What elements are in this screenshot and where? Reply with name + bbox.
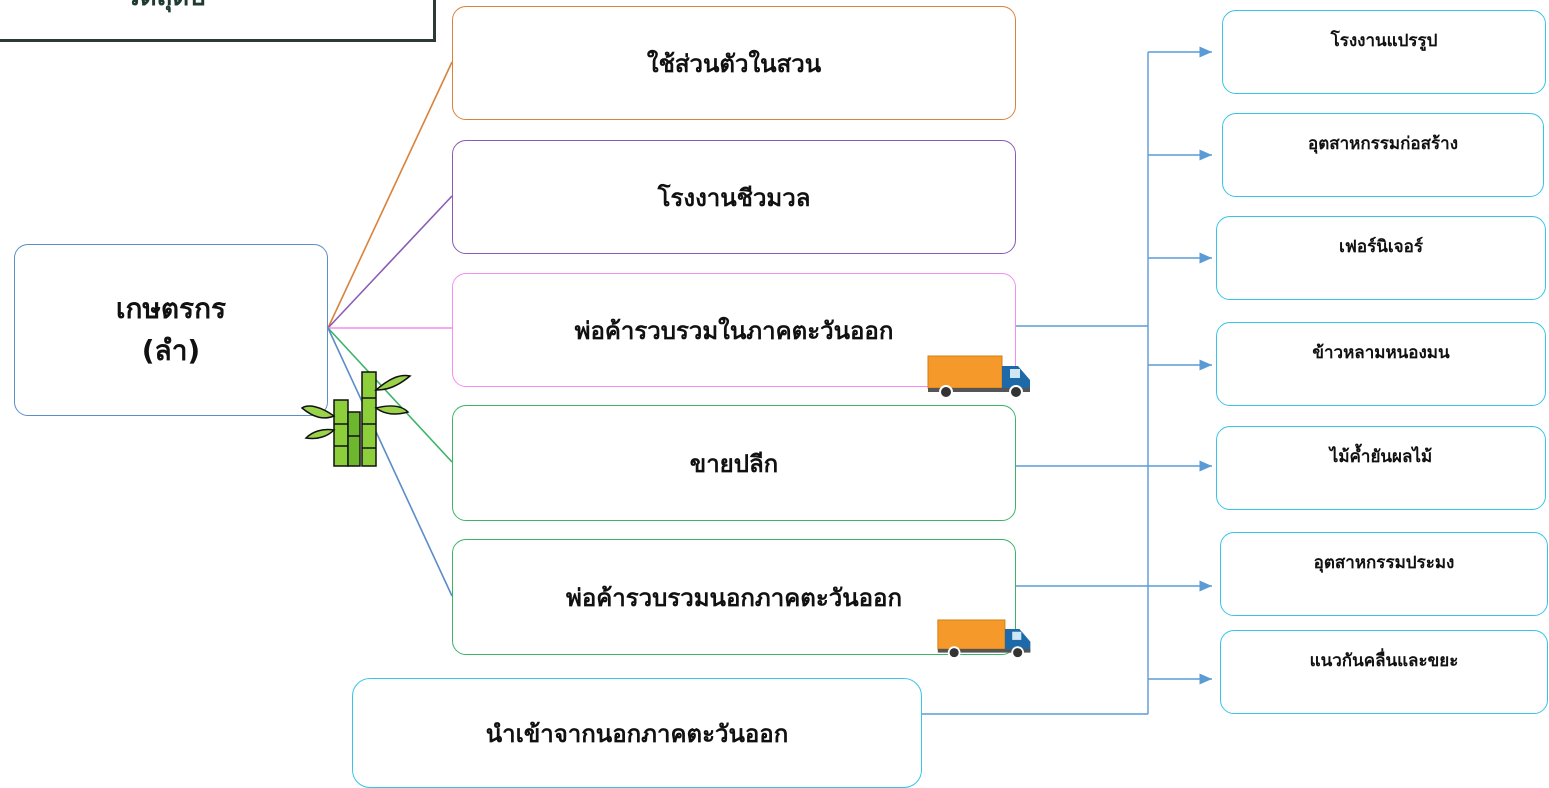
channel-collector-outside-label: พ่อค้ารวบรวมนอกภาคตะวันออก [566, 583, 902, 612]
channel-collector-east: พ่อค้ารวบรวมในภาคตะวันออก [452, 273, 1016, 387]
link-retail [327, 327, 453, 463]
dest-fishery: อุตสาหกรรมประมง [1220, 532, 1548, 616]
dest-furniture-label: เฟอร์นิเจอร์ [1339, 237, 1423, 257]
channel-retail: ขายปลีก [452, 405, 1016, 521]
dest-fruit-props: ไม้ค้ำยันผลไม้ [1216, 426, 1546, 510]
dest-khao-lam: ข้าวหลามหนองมน [1216, 322, 1546, 406]
dest-fishery-label: อุตสาหกรรมประมง [1313, 553, 1455, 573]
channel-collector-east-label: พ่อค้ารวบรวมในภาคตะวันออก [574, 316, 894, 345]
dest-processing-plant: โรงงานแปรรูป [1222, 10, 1546, 94]
dest-wave-barrier-label: แนวกันคลื่นและขยะ [1309, 651, 1459, 671]
channel-collector-outside: พ่อค้ารวบรวมนอกภาคตะวันออก [452, 539, 1016, 655]
import-outside-east: นำเข้าจากนอกภาคตะวันออก [352, 678, 922, 788]
link-own-use [327, 61, 453, 329]
title-box: วัตถุดิบ [0, 0, 436, 42]
dest-khao-lam-label: ข้าวหลามหนองมน [1312, 343, 1450, 363]
bamboo-icon [300, 371, 412, 467]
import-outside-east-label: นำเข้าจากนอกภาคตะวันออก [485, 719, 789, 748]
dest-construction-label: อุตสาหกรรมก่อสร้าง [1308, 134, 1458, 154]
dest-processing-plant-label: โรงงานแปรรูป [1330, 31, 1438, 51]
page-title: วัตถุดิบ [125, 0, 206, 17]
link-collector-outside [327, 327, 453, 597]
farmer-unit-label: (ลำ) [141, 334, 201, 367]
dest-furniture: เฟอร์นิเจอร์ [1216, 216, 1546, 300]
channel-own-use: ใช้ส่วนตัวในสวน [452, 6, 1016, 120]
dest-fruit-props-label: ไม้ค้ำยันผลไม้ [1329, 447, 1433, 467]
channel-biomass-plant-label: โรงงานชีวมวล [657, 183, 811, 212]
dest-construction: อุตสาหกรรมก่อสร้าง [1222, 113, 1544, 197]
farmer-node: เกษตรกร (ลำ) [14, 244, 328, 416]
truck-icon [937, 619, 1031, 659]
truck-icon [927, 355, 1030, 399]
dest-wave-barrier: แนวกันคลื่นและขยะ [1220, 630, 1548, 714]
farmer-label: เกษตรกร [115, 292, 227, 325]
channel-own-use-label: ใช้ส่วนตัวในสวน [646, 49, 822, 78]
channel-retail-label: ขายปลีก [689, 449, 779, 478]
channel-biomass-plant: โรงงานชีวมวล [452, 140, 1016, 254]
link-biomass [327, 195, 453, 329]
